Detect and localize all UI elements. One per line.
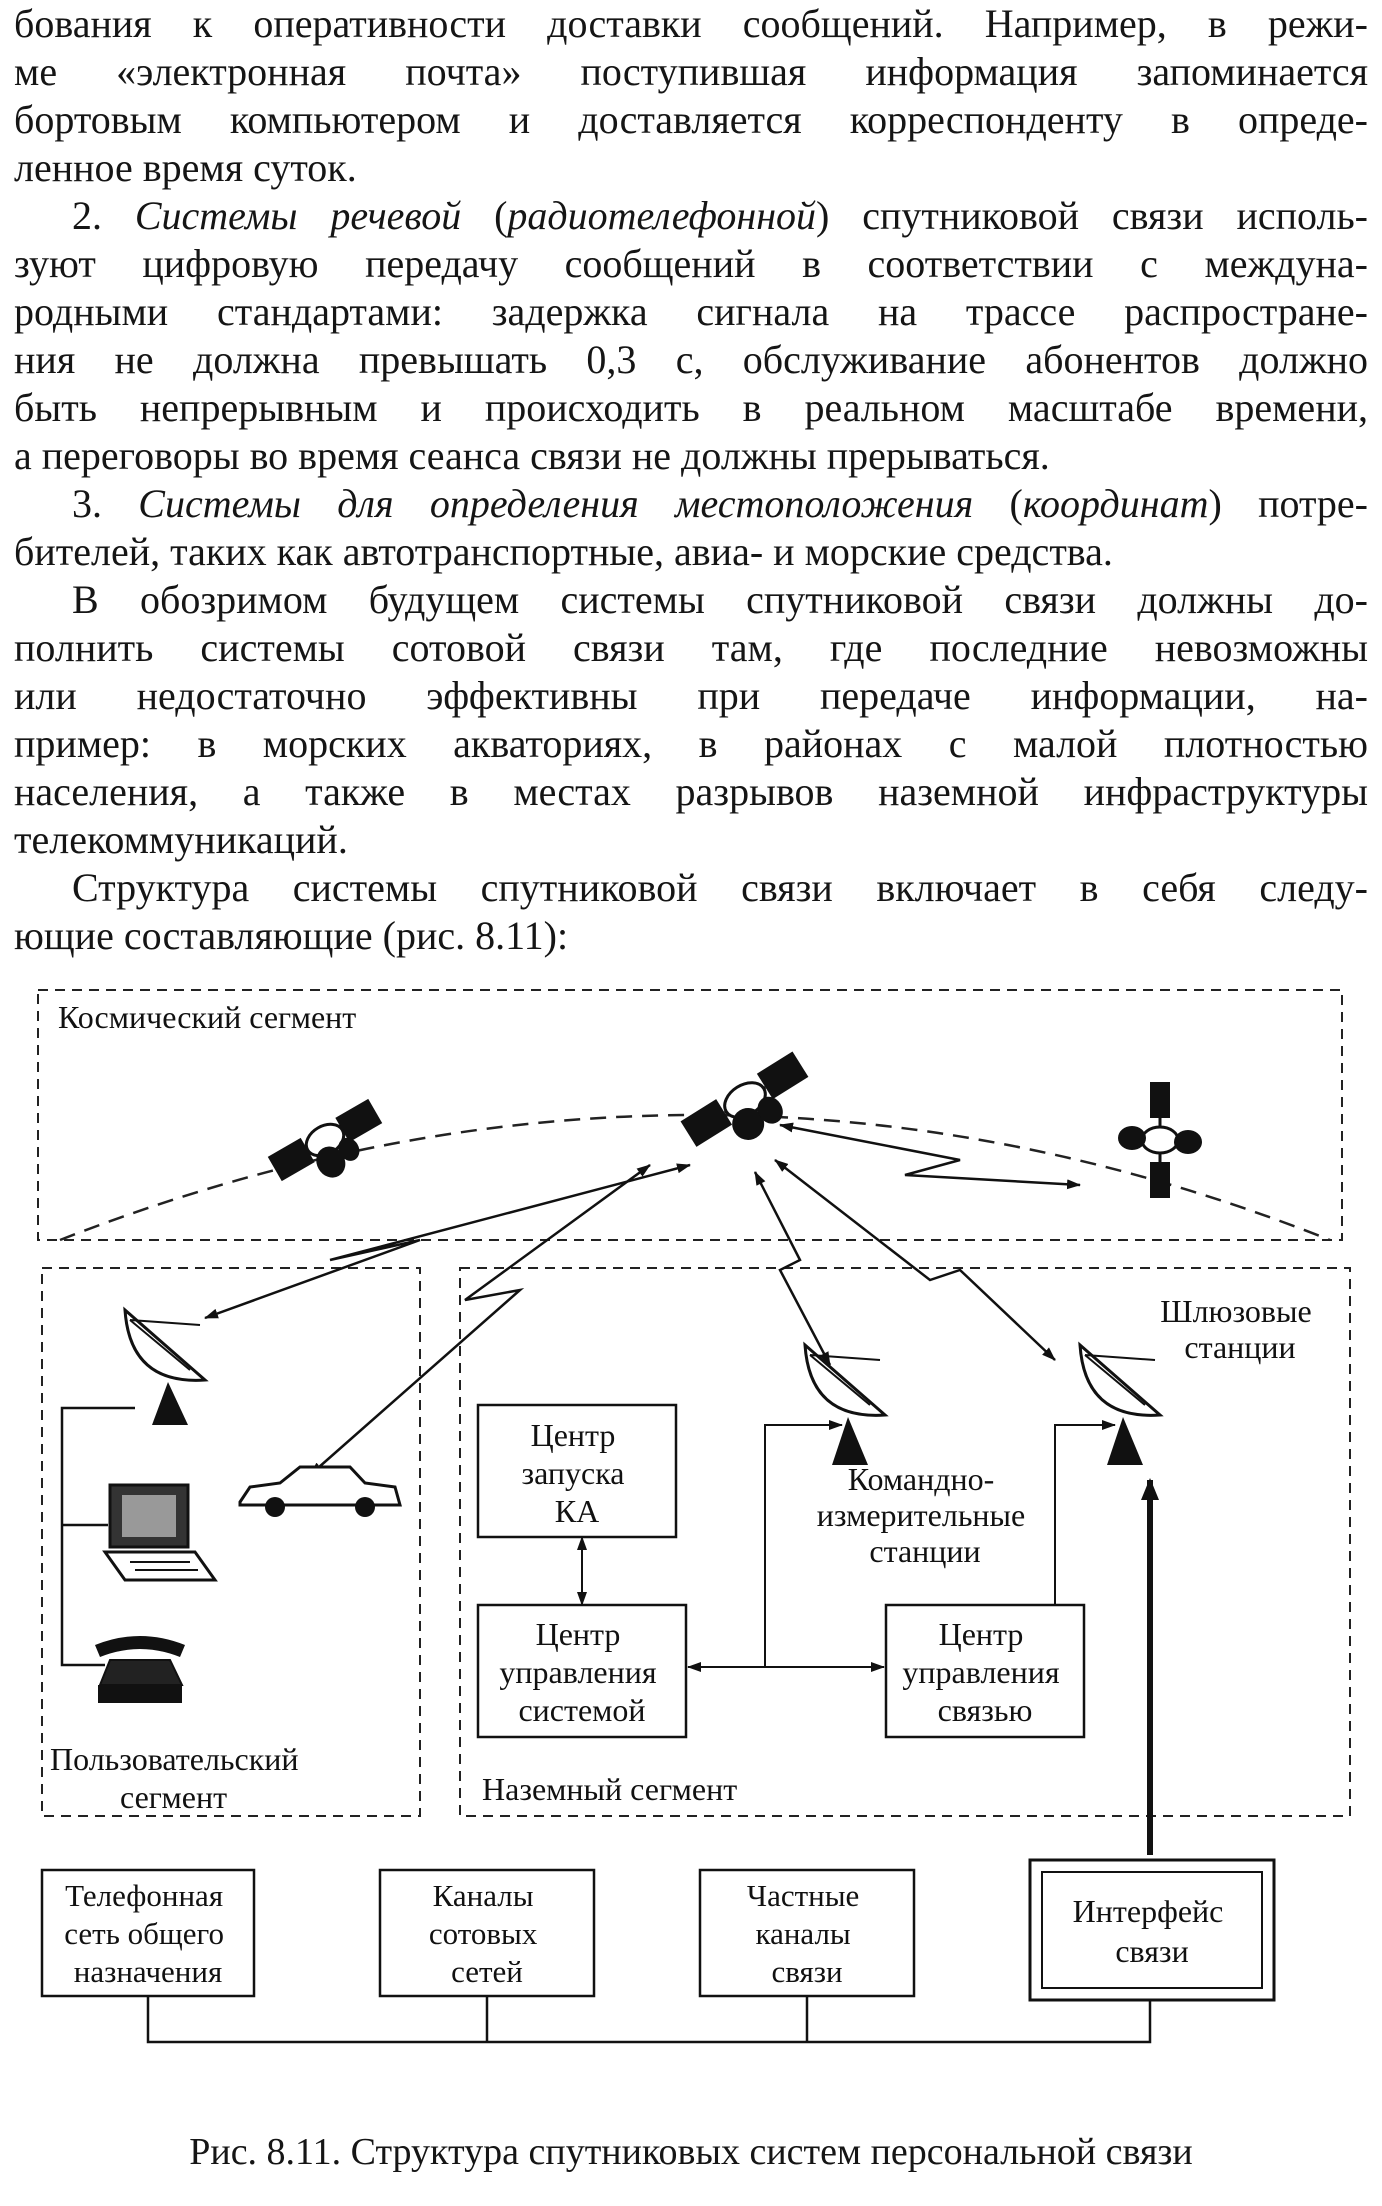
computer-icon: [102, 1483, 218, 1582]
network-box-telephone: [40, 1868, 256, 1998]
satellite-icon: [267, 1098, 383, 1182]
interface-box-outer: [1028, 1858, 1276, 2002]
radio-link: [779, 1122, 1081, 1190]
term-italic: Системы для определения местоположения: [138, 481, 974, 526]
radio-link: [309, 1163, 651, 1476]
launch-center-label: Центр запуска КА: [521, 1417, 632, 1529]
body-text: бования к оперативности доставки сообщен…: [14, 0, 1368, 960]
paren: (: [461, 193, 508, 238]
system-control-box: [476, 1603, 688, 1739]
list-number: 2.: [72, 193, 135, 238]
user-segment-label: Пользовательский сегмент: [50, 1741, 307, 1815]
paragraph-4-end: телекоммуникаций.: [14, 816, 1368, 864]
line: зуют цифровую передачу сообщений в соотв…: [14, 241, 1368, 286]
paragraph-1: бования к оперативности доставки сообщен…: [14, 0, 1368, 144]
line: бования к оперативности доставки сообщен…: [14, 1, 1368, 46]
line: а переговоры во время сеанса связи не до…: [14, 433, 1050, 478]
line: родными стандартами: задержка сигнала на…: [14, 289, 1368, 334]
line: быть непрерывным и происходить в реально…: [14, 385, 1368, 430]
user-segment-frame: [41, 1267, 421, 1817]
network-label-telephone: Телефонная сеть общего назначения: [64, 1878, 231, 1989]
gateway-label: Шлюзовые станции: [1160, 1293, 1319, 1365]
system-control-label: Центр управления системой: [499, 1616, 664, 1728]
ground-segment-label: Наземный сегмент: [482, 1771, 737, 1807]
command-stations-label: Командно- измерительные станции: [817, 1461, 1033, 1569]
satellite-icon: [680, 1051, 809, 1147]
connector: [764, 1420, 843, 1667]
dish-antenna-icon: [123, 1306, 209, 1425]
network-label-private: Частные каналы связи: [747, 1878, 867, 1989]
paragraph-2-end: а переговоры во время сеанса связи не до…: [14, 432, 1368, 480]
space-segment-label: Космический сегмент: [58, 999, 356, 1035]
comm-control-box: [884, 1603, 1086, 1739]
launch-center-box: [476, 1403, 678, 1539]
connector: [1054, 1420, 1116, 1605]
network-label-cellular: Каналы сотовых сетей: [429, 1878, 545, 1989]
line: бортовым компьютером и доставляется корр…: [14, 97, 1368, 142]
radio-link: [774, 1159, 1056, 1361]
paragraph-3-end: бителей, таких как автотранспортные, ави…: [14, 528, 1368, 576]
dish-antenna-icon: [803, 1341, 889, 1465]
car-icon: [238, 1465, 402, 1517]
network-box-private: [698, 1868, 916, 1998]
paragraph-4: В обозримом будущем системы спутниковой …: [14, 576, 1368, 816]
interface-label: Интерфейс связи: [1073, 1893, 1232, 1969]
telephone-icon: [95, 1636, 185, 1703]
space-segment-frame: [37, 989, 1343, 1241]
line: бителей, таких как автотранспортные, ави…: [14, 529, 1113, 574]
term-italic: Системы речевой: [134, 193, 462, 238]
line: В обозримом будущем системы спутниковой …: [72, 577, 1368, 622]
line: пример: в морских акваториях, в районах …: [14, 721, 1368, 766]
comm-control-label: Центр управления связью: [902, 1616, 1067, 1728]
satellite-icon: [1118, 1082, 1202, 1198]
bus-line: [146, 1996, 1152, 2044]
line: ме «электронная почта» поступившая инфор…: [14, 49, 1368, 94]
line: полнить системы сотовой связи там, где п…: [14, 625, 1368, 670]
line: ленное время суток.: [14, 145, 357, 190]
connector: [60, 1406, 135, 1667]
line: телекоммуникаций.: [14, 817, 348, 862]
paragraph-2: 2. Системы речевой (радиотелефонной) спу…: [14, 192, 1368, 432]
line: Структура системы спутниковой связи вклю…: [72, 865, 1368, 910]
paragraph-1-end: ленное время суток.: [14, 144, 1368, 192]
dish-antenna-icon: [1078, 1341, 1164, 1465]
line: или недостаточно эффективны при передаче…: [14, 673, 1368, 718]
line: ния не должна превышать 0,3 с, обслужива…: [14, 337, 1368, 382]
line: ющие составляющие (рис. 8.11):: [14, 913, 569, 958]
paragraph-5-end: ющие составляющие (рис. 8.11):: [14, 912, 1368, 960]
figure-caption: Рис. 8.11. Структура спутниковых систем …: [189, 2131, 1193, 2173]
line: ) потре-: [1208, 481, 1369, 526]
term-italic: радиотелефонной: [507, 193, 817, 238]
list-number: 3.: [72, 481, 139, 526]
line: ) спутниковой связи исполь-: [816, 193, 1368, 238]
paragraph-5: Структура системы спутниковой связи вклю…: [14, 864, 1368, 912]
line: населения, а также в местах разрывов наз…: [14, 769, 1368, 814]
paragraph-3: 3. Системы для определения местоположени…: [14, 480, 1368, 528]
term-italic: координат: [1022, 481, 1209, 526]
interface-box-inner: [1041, 1871, 1263, 1989]
paren: (: [973, 481, 1023, 526]
satellite-system-diagram: Космический сегмент Шлюзовые станции Цен…: [37, 989, 1351, 2044]
